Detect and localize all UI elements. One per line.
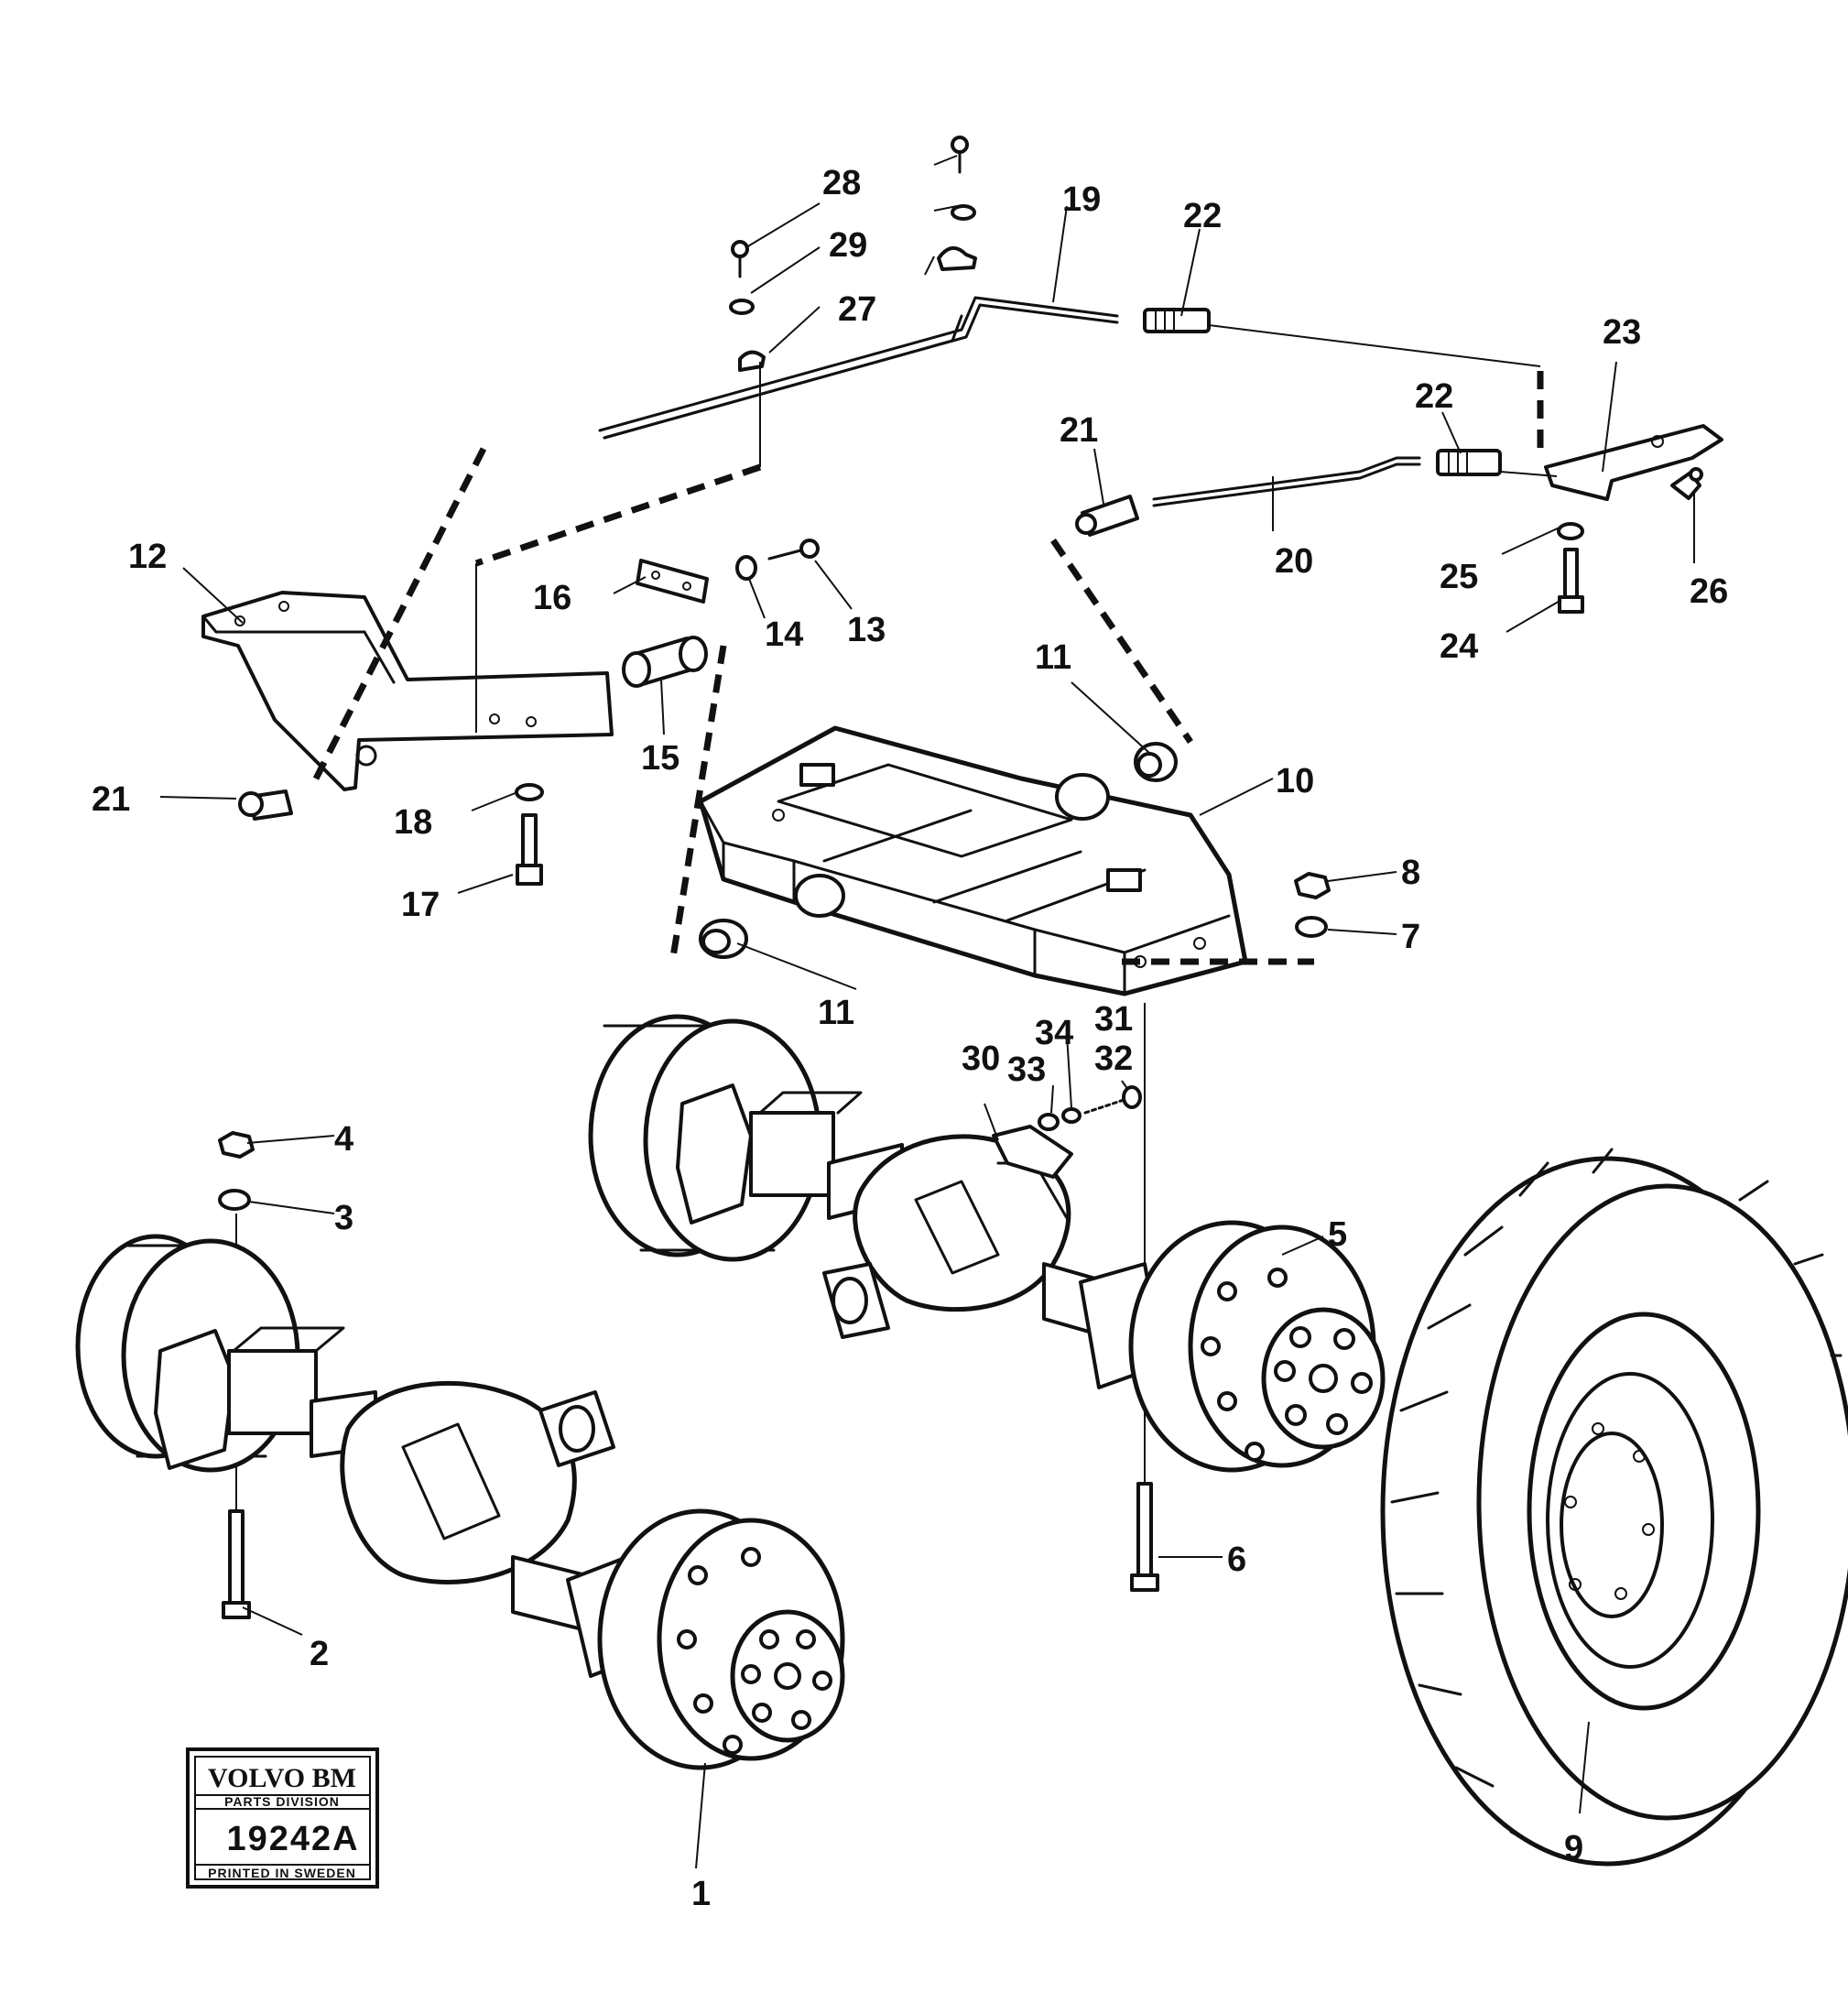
bushing-11-left (699, 919, 748, 959)
callout-1: 1 (691, 1875, 711, 1913)
washer-25 (1557, 522, 1584, 540)
callout-30: 30 (962, 1040, 1000, 1078)
washer-3 (218, 1189, 251, 1211)
bolt-13 (767, 539, 820, 561)
callout-21-left: 21 (92, 780, 130, 819)
callout-13: 13 (847, 611, 886, 649)
nut-4 (218, 1131, 255, 1159)
stamp-number: 19242A (226, 1820, 359, 1858)
bolt-6 (1130, 1482, 1159, 1592)
wheel-tyre-9 (1380, 1148, 1848, 1867)
callout-20: 20 (1275, 542, 1313, 581)
callout-4: 4 (334, 1120, 353, 1159)
bushing-15 (622, 636, 708, 688)
washer-29-right (951, 204, 976, 221)
callout-34: 34 (1035, 1014, 1073, 1052)
callout-11-upper: 11 (1035, 638, 1071, 677)
callout-7: 7 (1401, 918, 1420, 956)
callout-31: 31 (1094, 1000, 1133, 1039)
callout-3: 3 (334, 1199, 353, 1237)
callout-28: 28 (822, 164, 861, 202)
callout-2: 2 (310, 1635, 329, 1673)
leader-lines (159, 155, 1695, 1869)
brake-pipe-20 (1152, 456, 1421, 507)
washer-33 (1038, 1113, 1060, 1131)
callout-27: 27 (838, 290, 876, 329)
stamp-division: PARTS DIVISION (224, 1794, 340, 1809)
rear-axle-5 (588, 1014, 1386, 1473)
bolt-24 (1558, 548, 1584, 614)
screw-28-right (951, 136, 969, 174)
callout-25: 25 (1440, 558, 1478, 596)
washer-14 (735, 555, 757, 581)
nut-8 (1294, 872, 1331, 899)
callout-11-lower: 11 (818, 994, 854, 1032)
washer-34 (1061, 1107, 1082, 1124)
callout-5: 5 (1328, 1215, 1347, 1254)
callout-10: 10 (1276, 762, 1314, 800)
washer-7 (1295, 916, 1328, 938)
callout-22-upper: 22 (1183, 197, 1222, 235)
clamp-plate-16 (636, 559, 709, 604)
clip-27 (738, 350, 766, 372)
washer-29-left (729, 299, 755, 315)
callout-23: 23 (1603, 313, 1641, 352)
hose-22-lower (1436, 449, 1502, 476)
callout-8: 8 (1401, 854, 1420, 892)
callout-16: 16 (533, 579, 571, 617)
callout-22-lower: 22 (1415, 377, 1453, 416)
stamp-printed: PRINTED IN SWEDEN (208, 1866, 356, 1880)
callout-29: 29 (829, 226, 867, 265)
cap-nut-left (238, 789, 293, 821)
callout-6: 6 (1227, 1540, 1246, 1579)
tandem-subframe-10 (698, 725, 1248, 996)
callout-33: 33 (1007, 1051, 1046, 1089)
callout-9: 9 (1564, 1829, 1583, 1867)
callout-18: 18 (394, 803, 432, 842)
bracket-23 (1544, 424, 1723, 501)
callout-12: 12 (128, 538, 167, 576)
front-support-bracket (201, 591, 614, 791)
callout-24: 24 (1440, 627, 1478, 666)
callout-26: 26 (1690, 572, 1728, 611)
screw-28-left (731, 240, 749, 278)
callout-21-right: 21 (1060, 411, 1098, 450)
volvo-bm-parts-stamp: VOLVO BM PARTS DIVISION 19242A PRINTED I… (186, 1747, 379, 1889)
brake-pipe-19 (598, 296, 1119, 440)
stamp-brand: VOLVO BM (208, 1763, 356, 1793)
front-axle-1 (75, 1234, 845, 1770)
callout-32: 32 (1094, 1040, 1133, 1078)
bushing-11-right (1134, 742, 1178, 782)
callout-labels: 1 2 3 4 5 6 7 8 9 10 11 11 12 13 14 15 1… (92, 164, 1728, 1913)
bolt-17 (516, 813, 543, 886)
callout-14: 14 (765, 615, 803, 654)
hose-22-upper (1143, 308, 1211, 333)
callout-17: 17 (401, 886, 440, 924)
bracket-30 (992, 1125, 1073, 1179)
bleed-nipple-26 (1670, 467, 1703, 500)
union-21-right (1075, 495, 1139, 537)
bolt-32 (1083, 1085, 1142, 1115)
bolt-2 (222, 1509, 251, 1619)
callout-15: 15 (641, 739, 679, 778)
assembly-guide-lines (235, 324, 1558, 1520)
callout-19: 19 (1062, 180, 1101, 219)
washer-18 (515, 783, 544, 801)
clip-27-right (937, 246, 977, 271)
